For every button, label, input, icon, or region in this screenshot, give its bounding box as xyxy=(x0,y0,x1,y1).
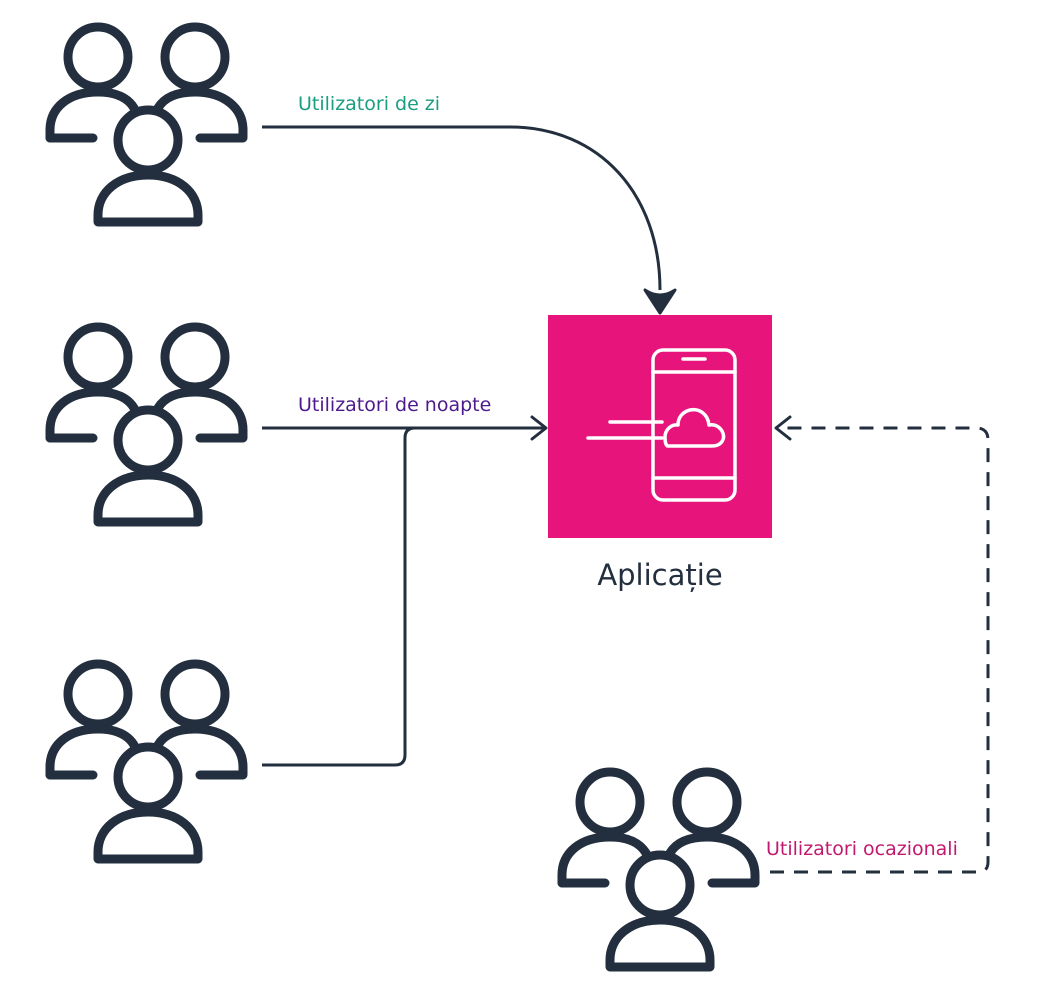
day-users-connector[interactable]: Utilizatori de zi xyxy=(262,93,677,315)
app-icon-background xyxy=(548,315,772,538)
arrowhead-icon xyxy=(774,415,792,441)
occasional-users-node[interactable] xyxy=(562,772,755,967)
arrowhead-icon xyxy=(530,415,548,441)
other-users-connector[interactable] xyxy=(262,426,430,767)
occasional-users-connector[interactable]: Utilizatori ocazionali xyxy=(766,415,990,874)
night-users-label: Utilizatori de noapte xyxy=(298,394,491,416)
day-users-node[interactable] xyxy=(50,27,243,222)
arrowhead-icon xyxy=(643,288,677,315)
occasional-users-label: Utilizatori ocazionali xyxy=(766,838,958,860)
users-icon xyxy=(50,664,243,859)
day-users-label: Utilizatori de zi xyxy=(298,93,440,115)
users-icon xyxy=(50,327,243,522)
app-node[interactable]: Aplicație xyxy=(548,315,772,592)
users-icon xyxy=(562,772,755,967)
users-icon xyxy=(50,27,243,222)
app-label: Aplicație xyxy=(597,558,722,592)
mobile-client-icon xyxy=(586,348,737,502)
other-users-node[interactable] xyxy=(50,664,243,859)
night-users-connector[interactable]: Utilizatori de noapte xyxy=(262,394,548,441)
night-users-node[interactable] xyxy=(50,327,243,522)
